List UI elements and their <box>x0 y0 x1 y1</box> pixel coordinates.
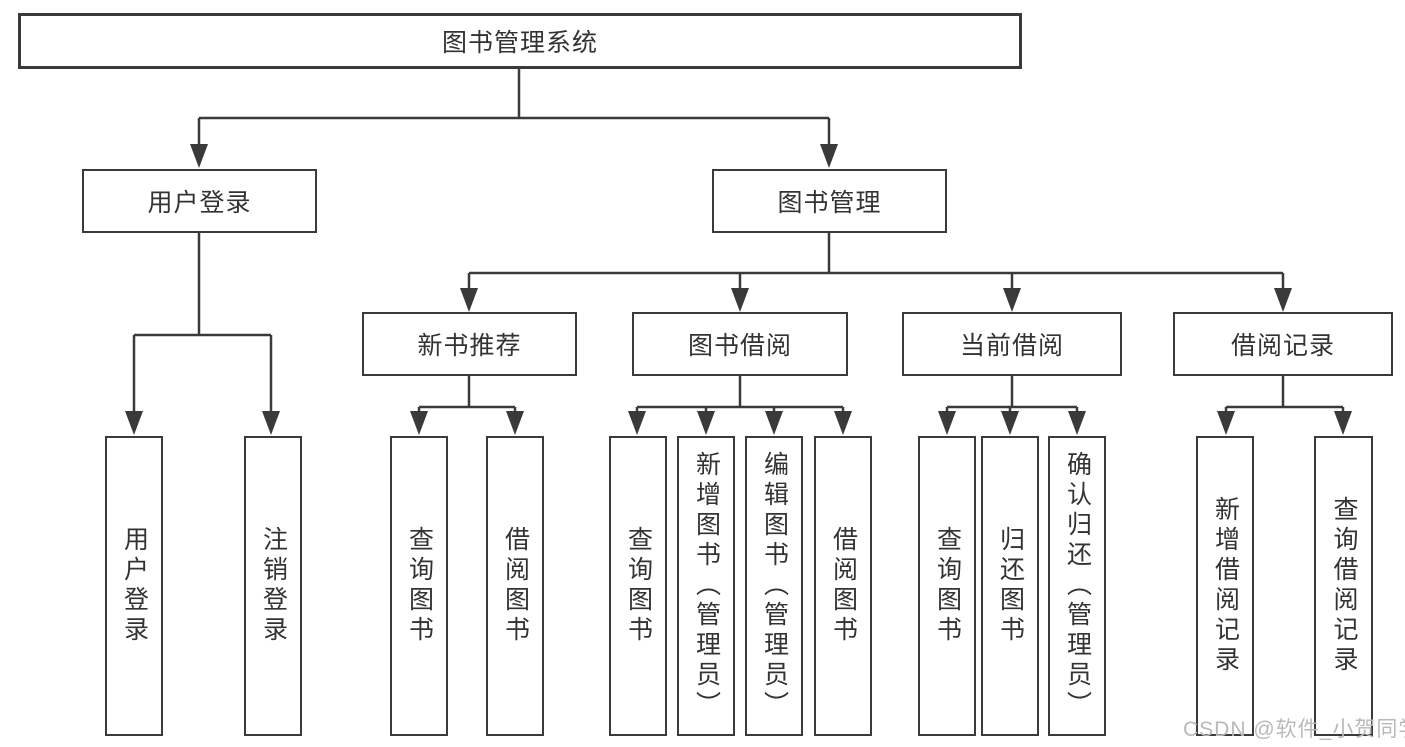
node-new-book-recommend: 新书推荐 <box>362 312 577 376</box>
arrowheads <box>125 144 1352 435</box>
connector-root-to-level2 <box>197 69 831 146</box>
connector-current-branch <box>945 375 1079 413</box>
connector-login-branch <box>132 233 273 413</box>
leaf-label: 编辑图书（管理员） <box>760 451 789 721</box>
leaf-label: 查询图书 <box>405 526 434 646</box>
node-leaf-borrow-books-recommend: 借阅图书 <box>486 436 544 736</box>
leaf-label: 借阅图书 <box>829 526 858 646</box>
connector-newrec-branch <box>417 375 517 413</box>
node-leaf-logout: 注销登录 <box>244 436 302 736</box>
leaf-label: 查询图书 <box>624 526 653 646</box>
node-new-book-recommend-label: 新书推荐 <box>417 332 522 360</box>
node-book-management-label: 图书管理 <box>777 189 882 217</box>
node-leaf-borrow-books: 借阅图书 <box>814 436 872 736</box>
node-user-login: 用户登录 <box>82 169 317 233</box>
leaf-label: 借阅图书 <box>501 526 530 646</box>
leaf-label: 用户登录 <box>120 526 149 646</box>
node-leaf-query-books-recommend: 查询图书 <box>390 436 448 736</box>
node-current-borrow-label: 当前借阅 <box>959 332 1064 360</box>
watermark-text: CSDN @软件_小贺同学 <box>1183 718 1405 741</box>
node-leaf-add-borrow-record: 新增借阅记录 <box>1196 436 1254 736</box>
node-book-management: 图书管理 <box>712 169 947 233</box>
node-leaf-edit-book-admin: 编辑图书（管理员） <box>745 436 803 736</box>
node-leaf-query-books-current: 查询图书 <box>918 436 976 736</box>
leaf-label: 归还图书 <box>996 526 1025 646</box>
connector-record-branch <box>1224 375 1345 413</box>
node-leaf-user-login: 用户登录 <box>105 436 163 736</box>
leaf-label: 新增借阅记录 <box>1211 496 1240 676</box>
leaf-label: 查询借阅记录 <box>1330 496 1358 676</box>
node-user-login-label: 用户登录 <box>147 189 252 217</box>
leaf-label: 新增图书（管理员） <box>692 451 721 721</box>
node-leaf-confirm-return-admin: 确认归还（管理员） <box>1048 436 1106 736</box>
leaf-label: 查询图书 <box>933 526 962 646</box>
node-current-borrow: 当前借阅 <box>902 312 1122 376</box>
leaf-label: 确认归还（管理员） <box>1063 451 1092 721</box>
node-leaf-add-book-admin: 新增图书（管理员） <box>677 436 735 736</box>
node-borrow-records: 借阅记录 <box>1173 312 1393 376</box>
node-book-borrow-label: 图书借阅 <box>687 332 792 360</box>
node-leaf-query-borrow-record: 查询借阅记录 <box>1314 436 1373 736</box>
node-library-system-label: 图书管理系统 <box>441 29 598 57</box>
connector-mgmt-branch <box>467 233 1285 290</box>
node-leaf-return-book: 归还图书 <box>981 436 1039 736</box>
leaf-label: 注销登录 <box>259 526 288 646</box>
connector-borrow-branch <box>635 375 845 413</box>
node-borrow-records-label: 借阅记录 <box>1230 332 1335 360</box>
node-library-system: 图书管理系统 <box>18 13 1022 69</box>
node-leaf-query-books-borrow: 查询图书 <box>609 436 667 736</box>
node-book-borrow: 图书借阅 <box>632 312 848 376</box>
